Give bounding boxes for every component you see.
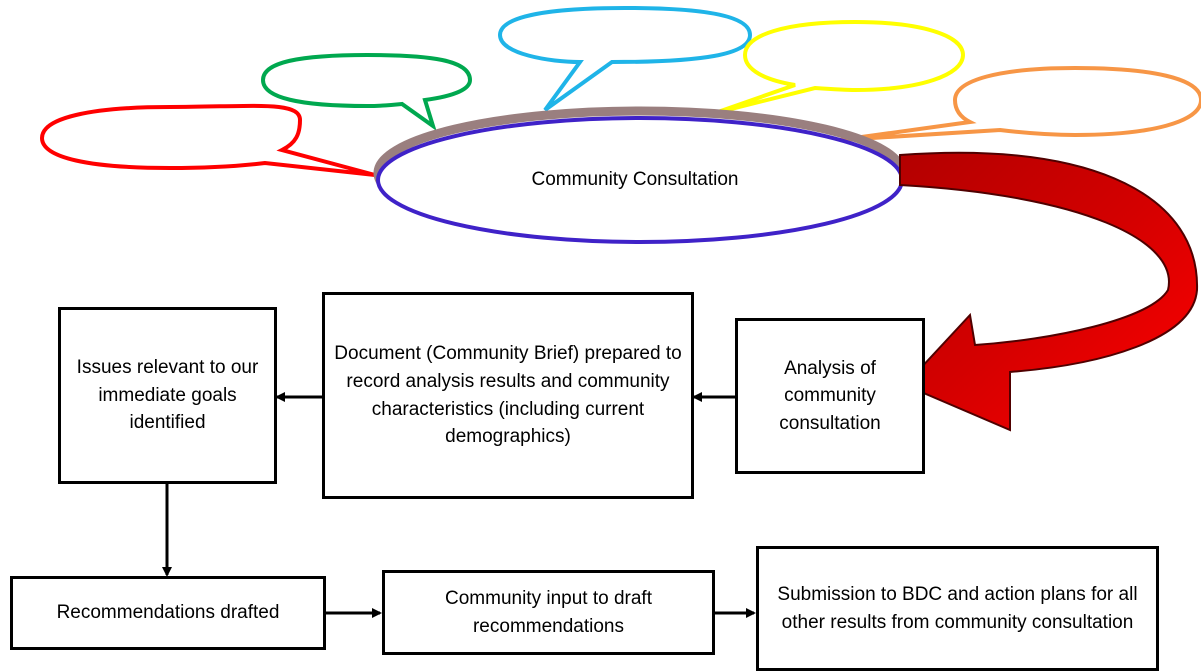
analysis-box-text: Analysis of community consultation <box>779 357 881 434</box>
community-input-box: Community input to draft recommendations <box>382 570 715 655</box>
speech-bubble-green <box>260 52 473 132</box>
issues-box-text: Issues relevant to our immediate goals i… <box>76 357 259 434</box>
community-input-box-text: Community input to draft recommendations <box>445 587 652 637</box>
speech-bubble-yellow <box>714 19 966 115</box>
speech-bubble-orange <box>839 65 1201 142</box>
speech-bubble-blue <box>497 5 753 112</box>
recommendations-box-text: Recommendations drafted <box>56 602 280 624</box>
submission-box-text: Submission to BDC and action plans for a… <box>777 583 1138 633</box>
document-box-text: Document (Community Brief) prepared to r… <box>334 343 682 448</box>
analysis-box: Analysis of community consultation <box>735 318 925 474</box>
recommendations-box: Recommendations drafted <box>10 576 326 650</box>
speech-bubble-red <box>39 103 376 177</box>
submission-box: Submission to BDC and action plans for a… <box>756 546 1159 671</box>
document-box: Document (Community Brief) prepared to r… <box>322 292 694 499</box>
community-consultation-label: Community Consultation <box>531 169 739 190</box>
curved-red-arrow <box>899 151 1199 432</box>
issues-box: Issues relevant to our immediate goals i… <box>58 307 277 484</box>
